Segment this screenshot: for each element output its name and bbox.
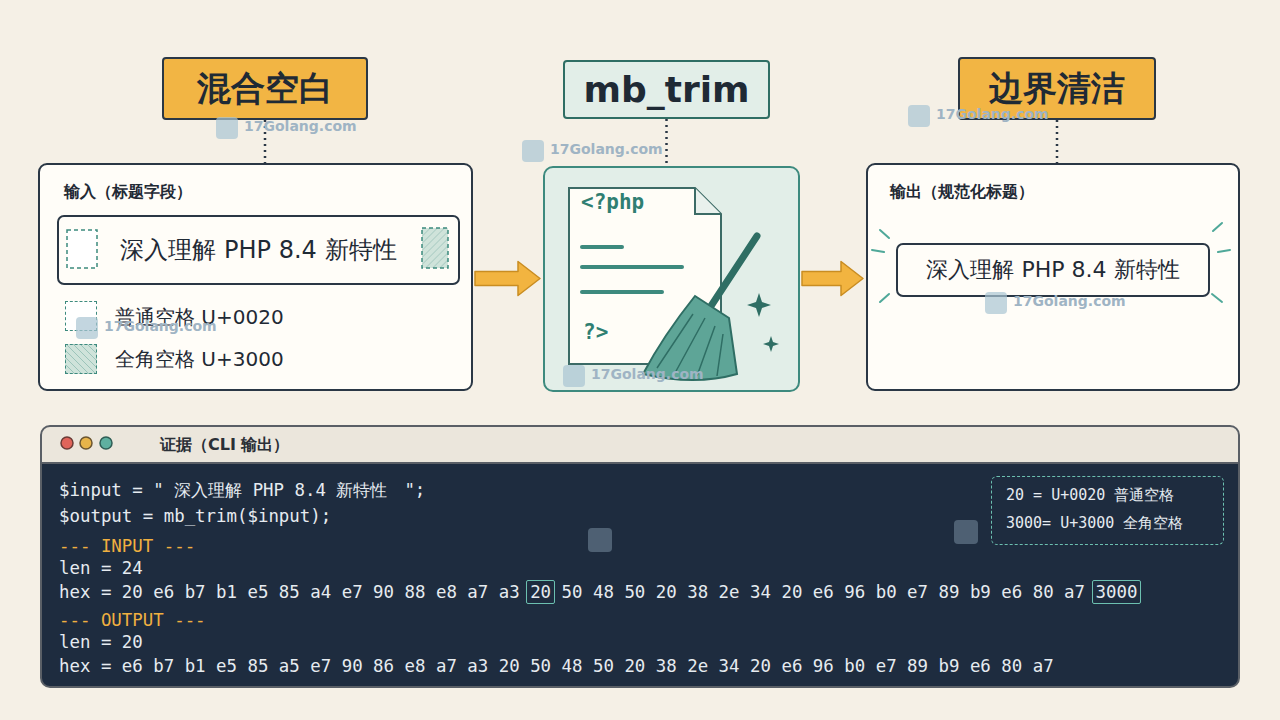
key-line: 20 = U+0020 普通空格	[1006, 486, 1174, 505]
code-line	[582, 245, 622, 249]
space-marker	[67, 230, 97, 268]
node-label: 混合空白	[197, 66, 333, 112]
watermark: 17Golang.com	[550, 141, 663, 157]
node-label: 边界清洁	[989, 66, 1125, 112]
clean-sparkles	[872, 223, 1230, 302]
php-open-tag: <?php	[581, 190, 644, 214]
sparkle-stroke	[872, 250, 884, 252]
terminal-title: 证据（CLI 输出）	[160, 435, 289, 456]
watermark-icon	[985, 292, 1007, 314]
dotted-leader	[1057, 120, 1058, 163]
page-fold	[695, 188, 721, 214]
code-line: $input = " 深入理解 PHP 8.4 新特性 ";	[59, 479, 425, 501]
window-dot	[61, 437, 73, 449]
watermark-icon	[954, 520, 978, 544]
flow-arrow	[475, 262, 540, 296]
fullwidth-space-marker	[422, 228, 448, 268]
code-line: $output = mb_trim($input);	[59, 505, 331, 527]
key-line: 3000= U+3000 全角空格	[1006, 514, 1183, 533]
legend-swatch	[65, 301, 97, 331]
watermark-icon	[76, 317, 98, 339]
watermark: 17Golang.com	[104, 318, 217, 334]
dotted-line	[1056, 120, 1059, 163]
watermark: 17Golang.com	[936, 106, 1049, 122]
output-line: len = 24	[59, 557, 143, 579]
output-panel: 输出（规范化标题） 深入理解 PHP 8.4 新特性	[866, 163, 1240, 391]
function-tag: mb_trim	[563, 60, 770, 119]
highlight-box	[1092, 580, 1142, 604]
broom-handle	[711, 236, 757, 306]
terminal-window: 证据（CLI 输出） $input = " 深入理解 PHP 8.4 新特性 ";…	[40, 425, 1240, 688]
node-label: 深入理解 PHP 8.4 新特性	[926, 255, 1179, 285]
sparkle-stroke	[880, 294, 889, 302]
legend-swatch	[65, 344, 97, 374]
section-marker: --- OUTPUT ---	[59, 609, 206, 631]
sparkle-stroke	[1212, 294, 1222, 302]
panel-heading: 输出（规范化标题）	[890, 182, 1034, 203]
section-marker: --- INPUT ---	[59, 535, 195, 557]
legend-label: 全角空格 U+3000	[115, 346, 284, 373]
watermark-icon	[908, 105, 930, 127]
watermark-icon	[588, 528, 612, 552]
watermark: 17Golang.com	[1013, 293, 1126, 309]
highlight-box	[526, 580, 555, 604]
sparkle-stroke	[1218, 250, 1230, 252]
code-line	[582, 265, 682, 269]
watermark: 17Golang.com	[591, 366, 704, 382]
dotted-leader	[666, 119, 667, 166]
hex-dump: hex = e6 b7 b1 e5 85 a5 e7 90 86 e8 a7 a…	[59, 655, 1054, 677]
watermark-icon	[563, 365, 585, 387]
watermark-icon	[216, 117, 238, 139]
watermark: 17Golang.com	[244, 118, 357, 134]
dotted-line	[665, 119, 668, 166]
node-label: mb_trim	[583, 69, 749, 110]
watermark-icon	[522, 140, 544, 162]
sparkle	[747, 293, 771, 317]
title-field: 深入理解 PHP 8.4 新特性	[896, 243, 1210, 297]
window-dot	[80, 437, 92, 449]
watermark-icons	[76, 105, 1007, 552]
title-field: 深入理解 PHP 8.4 新特性	[57, 215, 460, 285]
hex-dump: hex = 20 e6 b7 b1 e5 85 a4 e7 90 88 e8 a…	[59, 581, 1137, 603]
flow-arrow	[802, 262, 863, 296]
sparkle	[763, 336, 779, 352]
window-dot	[100, 437, 112, 449]
node-label: 深入理解 PHP 8.4 新特性	[120, 234, 396, 266]
panel-heading: 输入（标题字段）	[64, 182, 192, 203]
section-tag: 混合空白	[162, 57, 368, 120]
sparkle-stroke	[1213, 223, 1222, 231]
sparkle-stroke	[880, 230, 889, 238]
output-line: len = 20	[59, 631, 143, 653]
hex-key: 20 = U+0020 普通空格 3000= U+3000 全角空格	[991, 476, 1224, 545]
code-line	[582, 290, 662, 294]
php-close-tag: ?>	[583, 320, 608, 344]
process-box: <?php ?>	[543, 166, 800, 392]
